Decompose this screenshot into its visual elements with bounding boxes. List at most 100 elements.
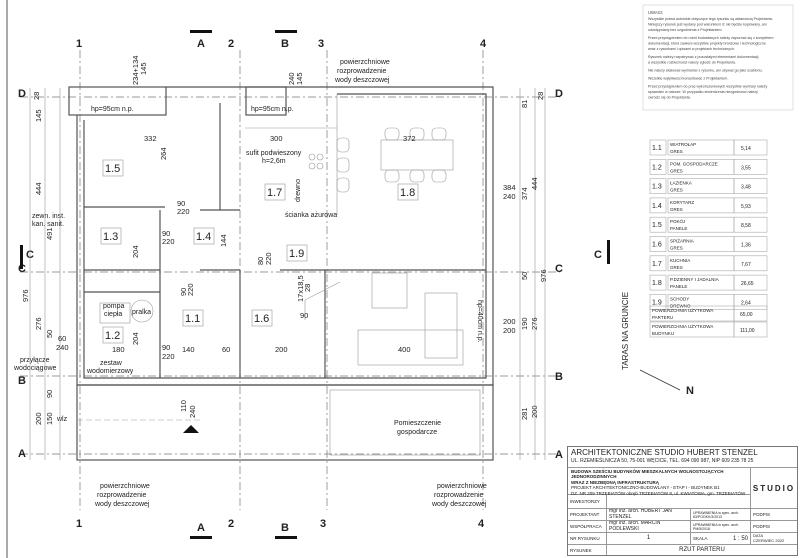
room-name: POKÓJ — [670, 218, 685, 224]
room-area: 5,93 — [741, 204, 751, 210]
room-name: KUCHNIA — [670, 258, 690, 263]
north-label: N — [686, 385, 694, 397]
axis-label-d: D — [18, 88, 26, 100]
d276-label: 276 — [530, 317, 539, 330]
room-name: KORYTARZ — [670, 200, 694, 205]
room-1-6: 1.6 — [254, 313, 269, 325]
room-name: ŁAZIENKA — [670, 181, 692, 186]
d372-label: 372 — [403, 134, 416, 143]
room-number: 1.6 — [652, 242, 662, 249]
d220-label: 220 — [186, 283, 195, 296]
room-1-5: 1.5 — [105, 163, 120, 175]
project-column: BUDOWA SZEŚCIU BUDYNKÓW MIESZKALNYCH WOL… — [568, 468, 751, 508]
axis-label-d-right: D — [555, 88, 563, 100]
room-1-9: 1.9 — [289, 248, 304, 260]
room-floor: PANELE — [670, 284, 687, 289]
room-number: 1.1 — [652, 145, 662, 152]
project-line-3: PROJEKT ARCHITEKTONICZNO-BUDOWLANY - ETA… — [571, 485, 720, 491]
room-1-4: 1.4 — [196, 231, 211, 243]
d145-label: 145 — [34, 109, 43, 122]
d60-label: 60 — [58, 334, 66, 343]
coop-license: UPRAWNIENIA w spec. arch. PM/5/2018 — [691, 521, 751, 532]
coop-name: mgr inż. arch. MARCIN PODLEWSKI — [607, 521, 691, 532]
terrace-label: TARAS NA GRUNCIE — [621, 292, 630, 370]
d444-label: 444 — [34, 182, 43, 195]
note-line: Wszystkie prawa autorskie dotyczące tego… — [648, 17, 773, 21]
d90-label: 90 — [300, 311, 308, 320]
room-area: 3,48 — [741, 185, 751, 191]
scale-cell: SKALA 1 : 50 — [691, 533, 751, 544]
note-line: a wszystkie rozbieżności należy zgłosić … — [648, 61, 736, 65]
note-line: Wszelkie wątpliwości konsultować z Proje… — [648, 77, 728, 81]
scale-value: 1 : 50 — [732, 535, 748, 542]
walls — [68, 86, 494, 461]
room-name: P.DZIENNY I JADALNIA — [670, 277, 719, 282]
axis-label-4-bottom: 4 — [478, 518, 485, 530]
a-label: A — [197, 38, 205, 50]
water-1-label: przyłącze — [20, 357, 50, 364]
project-description: BUDOWA SZEŚCIU BUDYNKÓW MIESZKALNYCH WOL… — [568, 468, 750, 496]
d220-label: 220 — [162, 237, 175, 246]
total-label-2: BUDYNKU — [652, 331, 674, 336]
room-floor: GRES — [670, 188, 683, 193]
rain-2-label: rozprowadzenie — [434, 492, 484, 499]
water-2-label: wodociągowe — [13, 365, 57, 372]
d28-label: 28 — [32, 92, 41, 100]
firm-name: ARCHITEKTONICZNE STUDIO HUBERT STENZEL — [571, 448, 758, 457]
a-label: A — [197, 522, 205, 534]
ext-2-label: kan. sanit. — [32, 221, 64, 228]
room-area: 2,64 — [741, 300, 751, 306]
room-labels: 1.5 1.3 1.4 1.7 1.8 1.9 1.1 1.6 1.2 — [100, 159, 419, 344]
rain-3-label: wody deszczowej — [431, 501, 487, 508]
axis-label-b-right: B — [555, 371, 563, 383]
d204-label: 204 — [131, 245, 140, 258]
utility-1-label: Pomieszczenie — [394, 420, 441, 427]
d28-label: 28 — [303, 284, 312, 292]
room-1-3: 1.3 — [103, 231, 118, 243]
d976-label: 976 — [539, 269, 548, 282]
drawing-number: 1 — [607, 533, 691, 544]
room-floor: PANELE — [670, 226, 687, 231]
d60-label: 60 — [222, 345, 230, 354]
d400-label: 400 — [398, 345, 411, 354]
d264-label: 264 — [159, 147, 168, 160]
title-block: ARCHITEKTONICZNE STUDIO HUBERT STENZEL U… — [567, 446, 798, 556]
d150-label: 150 — [45, 412, 54, 425]
note-line: dokumentacji, która zawiera wszystkie pr… — [648, 42, 766, 46]
room-number: 1.9 — [652, 299, 662, 306]
d234-label: 234+134 — [131, 56, 140, 85]
room-floor: GRES — [670, 168, 683, 173]
ceiling-1-label: sufit podwieszony — [246, 150, 302, 157]
d240-label: 240 — [287, 72, 296, 85]
hp-label: hp=95cm n.p. — [91, 106, 134, 113]
dimensions: 234+134 145 240 145 332 300 264 372 145 … — [21, 56, 548, 460]
d90-label: 90 — [179, 288, 188, 296]
rain-2-label: rozprowadzenie — [337, 68, 387, 75]
note-line: Niniejszy rysunek jest wydany pod warunk… — [648, 23, 767, 27]
total-value: 111,00 — [740, 328, 755, 334]
room-1-1: 1.1 — [185, 313, 200, 325]
wlz-label: wlz — [56, 416, 68, 423]
d220-label: 220 — [264, 252, 273, 265]
d491-label: 491 — [45, 227, 54, 240]
d90-label: 90 — [177, 199, 185, 208]
b-label: B — [281, 38, 289, 50]
d200-label: 200 — [530, 405, 539, 418]
rain-1-label: powierzchniowe — [437, 483, 487, 490]
designer-license: UPRAWNIENIA w spec. arch. 83/POOKK/3/201… — [691, 509, 751, 520]
investor-value — [607, 495, 750, 508]
notes-panel: UWAGI: Wszystkie prawa autorskie dotyczą… — [642, 4, 794, 111]
coop-row: WSPÓŁPRACA mgr inż. arch. MARCIN PODLEWS… — [568, 521, 797, 533]
d200-label: 200 — [34, 412, 43, 425]
d240-label: 240 — [56, 343, 69, 352]
d200-label: 200 — [503, 326, 516, 335]
drawing-title-row: RYSUNEK RZUT PARTERU — [568, 545, 797, 555]
room-area: 7,67 — [741, 262, 751, 268]
d81-label: 81 — [520, 100, 529, 108]
drawing-title: RZUT PARTERU — [679, 547, 725, 553]
